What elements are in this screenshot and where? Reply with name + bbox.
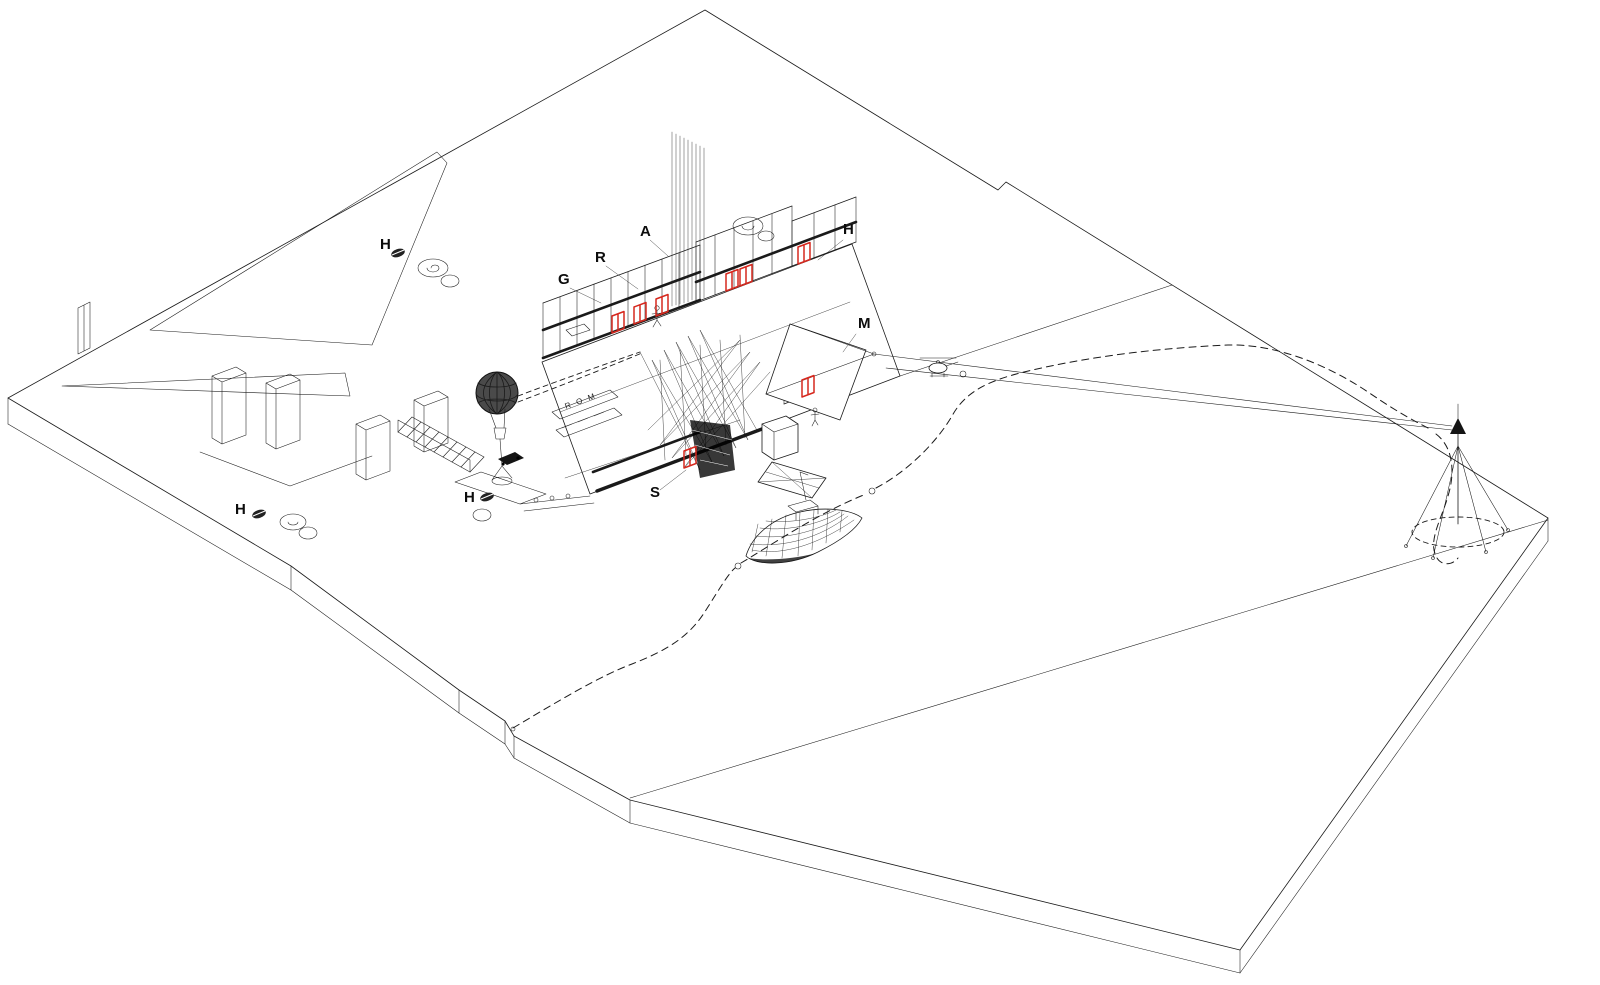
- balloon-tether: [517, 351, 641, 397]
- paving-joints: [629, 284, 1549, 799]
- standing-slab: [77, 301, 91, 355]
- walkway: [519, 493, 595, 512]
- label-g: G: [558, 271, 570, 288]
- route-node: [868, 487, 876, 495]
- hydrant-label: H: [235, 501, 246, 518]
- ramp-wedge: [61, 372, 351, 397]
- balloon-basket: [493, 427, 507, 440]
- red-door: [611, 310, 625, 334]
- stairs: [397, 416, 547, 505]
- sign-text: R O M: [564, 391, 598, 411]
- survey-mast: [873, 353, 1510, 560]
- bollard-post: [565, 493, 571, 499]
- hydrant-marker-sw: H: [235, 501, 266, 519]
- tree: [417, 258, 449, 278]
- service-cart: [498, 452, 524, 466]
- ground-plane: [7, 9, 1549, 974]
- glass-prisms: [199, 366, 449, 487]
- route-node: [734, 562, 742, 570]
- tree: [440, 274, 460, 288]
- red-door: [801, 374, 815, 398]
- net-suspension-poles: [671, 131, 705, 307]
- slab-edge: [7, 397, 1549, 974]
- guy-wires: [1405, 445, 1509, 559]
- projection-screen: [765, 323, 877, 421]
- hydrant-marker-center: H: [464, 489, 494, 506]
- boat-mast: [799, 471, 809, 501]
- human-figure: [810, 407, 820, 427]
- red-door: [655, 293, 669, 317]
- key-labels: G R A H M S: [558, 221, 871, 501]
- red-door: [633, 301, 647, 325]
- trees: [279, 216, 775, 540]
- tree: [279, 513, 307, 531]
- gangway: [757, 461, 827, 499]
- tree: [732, 216, 764, 236]
- roof-beam-bold: [694, 220, 858, 284]
- bollard-post: [549, 495, 555, 501]
- wall-g-r: [541, 244, 702, 360]
- tree: [472, 508, 492, 522]
- label-s: S: [650, 484, 660, 501]
- balloon-stand: [491, 438, 513, 481]
- scaffold-net: [639, 329, 771, 478]
- hydrant-label: H: [380, 236, 391, 253]
- observation-balloon: [475, 351, 641, 486]
- tree: [757, 230, 775, 242]
- hydrant-marker-nw: H: [380, 236, 405, 258]
- route-start-node: [510, 726, 516, 732]
- kiosk-box: [761, 415, 799, 461]
- tree: [298, 526, 318, 540]
- route-node: [959, 370, 967, 378]
- bollard-post: [533, 497, 539, 503]
- label-r: R: [595, 249, 606, 266]
- helicopter: [919, 357, 967, 378]
- red-door: [683, 445, 697, 469]
- red-doors: [611, 241, 815, 469]
- red-door: [725, 268, 739, 292]
- building-complex: R O M: [541, 131, 901, 499]
- wall-a: [695, 205, 793, 303]
- red-door: [797, 241, 811, 265]
- sight-line: [873, 353, 1453, 431]
- dashed-route: [510, 344, 1459, 732]
- red-door: [739, 263, 753, 287]
- boat: [745, 471, 863, 564]
- floor-sign: R O M: [551, 389, 623, 438]
- ground-top-face-outline: [7, 9, 1549, 951]
- fence-line: [149, 151, 448, 346]
- label-a: A: [640, 223, 651, 240]
- hydrant-label: H: [464, 489, 475, 506]
- label-h-building: H: [843, 221, 854, 238]
- boat-cabin: [787, 499, 819, 521]
- piano-object: [565, 323, 591, 337]
- label-m: M: [858, 315, 871, 332]
- quay-edge-bold: [595, 427, 764, 493]
- northwest-parcel: [61, 151, 449, 487]
